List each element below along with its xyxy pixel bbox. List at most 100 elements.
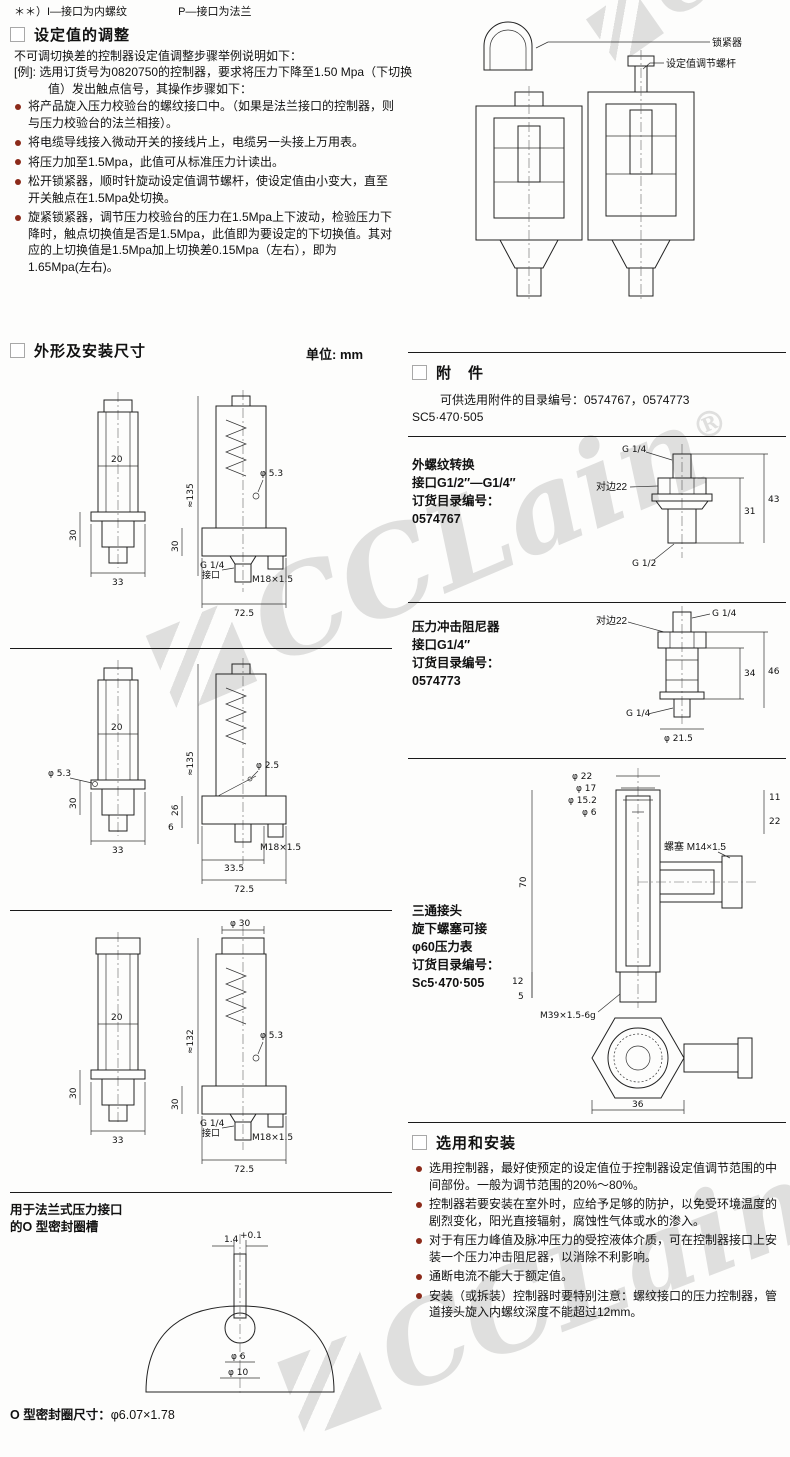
- setpoint-screw-label: 设定值调节螺杆: [666, 57, 736, 70]
- damper-name: 压力冲击阻尼器: [412, 620, 500, 634]
- oring-size-value: φ6.07×1.78: [110, 1408, 175, 1422]
- outline-drawing-1: 20 33 30 ≈135 φ 5.3 M18×1.5 G 1/4 接口: [69, 390, 293, 619]
- order-number: Sc5·470·505: [412, 976, 485, 990]
- order-number: 0574773: [412, 674, 461, 688]
- divider: [408, 602, 786, 603]
- order-label: 订货目录编号：: [412, 958, 500, 972]
- section-square-icon: [412, 1135, 427, 1150]
- tee-name: 三通接头: [412, 904, 463, 918]
- list-item: 通断电流不能大于额定值。: [415, 1268, 781, 1285]
- oring-size-label: O 型密封圈尺寸：: [10, 1408, 111, 1422]
- list-item: 选用控制器，最好使预定的设定值位于控制器设定值调节范围的中间部份。一般为调节范围…: [415, 1160, 781, 1193]
- tee-joint-drawing: φ 22 φ 17 φ 15.2 φ 6 11 22 70 螺塞 M14×1.5…: [512, 768, 780, 1114]
- divider: [408, 436, 786, 437]
- order-number: 0574767: [412, 512, 461, 526]
- section-title: 外形及安装尺寸: [34, 343, 147, 360]
- controller-cross-section-drawing: 锁紧器 设定值调节螺杆: [475, 21, 742, 302]
- dim-label: 30: [69, 529, 79, 541]
- list-item: 控制器若要安装在室外时，应给予足够的防护，以免受环境温度的剧烈变化，阳光直接辐射…: [415, 1196, 781, 1229]
- lock-device-label: 锁紧器: [712, 36, 742, 49]
- section-square-icon: [10, 343, 25, 358]
- oring-caption: 用于法兰式压力接口 的O 型密封圈槽: [10, 1202, 123, 1236]
- divider: [10, 1192, 392, 1193]
- dim-label: M18×1.5: [252, 575, 293, 585]
- thread-type-note: ＊＊）I—接口为内螺纹 P—接口为法兰: [14, 3, 251, 19]
- list-item: 松开锁紧器，顺时针旋动设定值调节螺杆，使设定值由小变大，直至开关触点在1.5Mp…: [14, 173, 396, 206]
- dim-label: φ 5.3: [260, 469, 283, 479]
- dim-label: 20: [111, 455, 123, 465]
- oring-size-note: O 型密封圈尺寸：φ6.07×1.78: [10, 1404, 175, 1423]
- dim-label: G 1/4: [200, 1119, 225, 1129]
- oring-caption-line1: 用于法兰式压力接口: [10, 1203, 123, 1217]
- dim-label: G 1/4: [622, 445, 647, 455]
- dim-label: M39×1.5-6g: [540, 1011, 596, 1021]
- dim-label: 6: [168, 823, 174, 833]
- accessories-catalog-line1: 可供选用附件的目录编号：0574767，0574773: [440, 393, 690, 407]
- thread-adapter-drawing: G 1/4 对边22 G 1/2 31 43: [596, 444, 779, 569]
- dim-label: 接口: [202, 569, 220, 581]
- damper-port: 接口G1/4″: [412, 638, 471, 652]
- across-flats-label: 对边22: [596, 480, 628, 493]
- adapter-name: 外螺纹转换: [412, 458, 475, 472]
- section-accessories-header: 附 件: [412, 362, 484, 383]
- damper-description: 压力冲击阻尼器 接口G1/4″ 订货目录编号： 0574773: [412, 618, 500, 690]
- dim-label: 30: [69, 1087, 79, 1099]
- dim-label: G 1/4: [712, 609, 737, 619]
- dim-label: 30: [171, 1098, 181, 1110]
- tee-description: 三通接头 旋下螺塞可接 φ60压力表 订货目录编号： Sc5·470·505: [412, 902, 500, 992]
- note-internal-thread: ＊＊）I—接口为内螺纹: [14, 6, 128, 18]
- dim-label: 30: [69, 797, 79, 809]
- dim-label: 30: [171, 540, 181, 552]
- dim-label: φ 17: [576, 784, 596, 794]
- accessories-catalog-line2: SC5·470·505: [412, 410, 484, 424]
- dim-label: 70: [519, 876, 529, 888]
- dim-label: φ 22: [572, 772, 592, 782]
- dim-label: 46: [768, 667, 780, 677]
- section-adjust-header: 设定值的调整: [10, 24, 130, 45]
- dim-label: 1.4: [224, 1235, 239, 1245]
- dim-label: 33: [112, 846, 123, 856]
- dim-label: φ 15.2: [568, 796, 597, 806]
- dim-label: 22: [769, 817, 780, 827]
- dim-label: ≈135: [186, 751, 196, 776]
- list-item: 旋紧锁紧器，调节压力校验台的压力在1.5Mpa上下波动，检验压力下降时，触点切换…: [14, 209, 396, 275]
- dim-label: G 1/4: [200, 561, 225, 571]
- tee-note-line1: 旋下螺塞可接: [412, 922, 488, 936]
- adjust-steps-list: 将产品旋入压力校验台的螺纹接口中。（如果是法兰接口的控制器，则与压力校验台的法兰…: [14, 98, 396, 278]
- outline-drawing-3: 20 33 30 φ 30 ≈132 φ 5.3 M18×1.5: [69, 919, 293, 1175]
- adapter-description: 外螺纹转换 接口G1/2″—G1/4″ 订货目录编号： 0574767: [412, 456, 516, 528]
- list-item: 将电缆导线接入微动开关的接线片上，电缆另一头接上万用表。: [14, 134, 396, 151]
- section-title: 设定值的调整: [34, 27, 131, 44]
- divider: [10, 910, 392, 911]
- dim-label: 34: [744, 669, 756, 679]
- divider: [10, 648, 392, 649]
- section-title: 选用和安装: [436, 1135, 517, 1152]
- dim-label: 20: [111, 1013, 123, 1023]
- list-item: 将压力加至1.5Mpa，此值可从标准压力计读出。: [14, 154, 396, 171]
- dim-label: φ 21.5: [664, 734, 693, 744]
- dim-label: 72.5: [234, 609, 254, 619]
- adapter-ports: 接口G1/2″—G1/4″: [412, 476, 516, 490]
- dim-label: 33.5: [224, 864, 244, 874]
- oring-caption-line2: 的O 型密封圈槽: [10, 1220, 99, 1234]
- list-item: 安装（或拆装）控制器时要特别注意：螺纹接口的压力控制器，管道接头旋入内螺纹深度不…: [415, 1288, 781, 1321]
- dim-label: φ 5.3: [48, 769, 71, 779]
- divider: [408, 1122, 786, 1123]
- adjust-intro: 不可调切换差的控制器设定值调整步骤举例说明如下：: [14, 49, 303, 63]
- dim-label: 5: [518, 992, 524, 1002]
- dim-label: 72.5: [234, 885, 254, 895]
- dim-label: 31: [744, 507, 755, 517]
- section-title: 附 件: [436, 365, 485, 382]
- adjust-example: [例]: 选用订货号为0820750的控制器，要求将压力下降至1.50 Mpa（…: [14, 65, 413, 96]
- dim-label: φ 30: [230, 919, 251, 929]
- section-square-icon: [412, 365, 427, 380]
- dim-label: 11: [769, 793, 780, 803]
- dim-label: φ 2.5: [256, 761, 279, 771]
- dim-label: M18×1.5: [252, 1133, 293, 1143]
- dim-label: 33: [112, 578, 123, 588]
- tee-note-line2: φ60压力表: [412, 940, 473, 954]
- unit-label: 单位: mm: [306, 347, 364, 362]
- dim-label: 12: [512, 977, 523, 987]
- dim-label: 72.5: [234, 1165, 254, 1175]
